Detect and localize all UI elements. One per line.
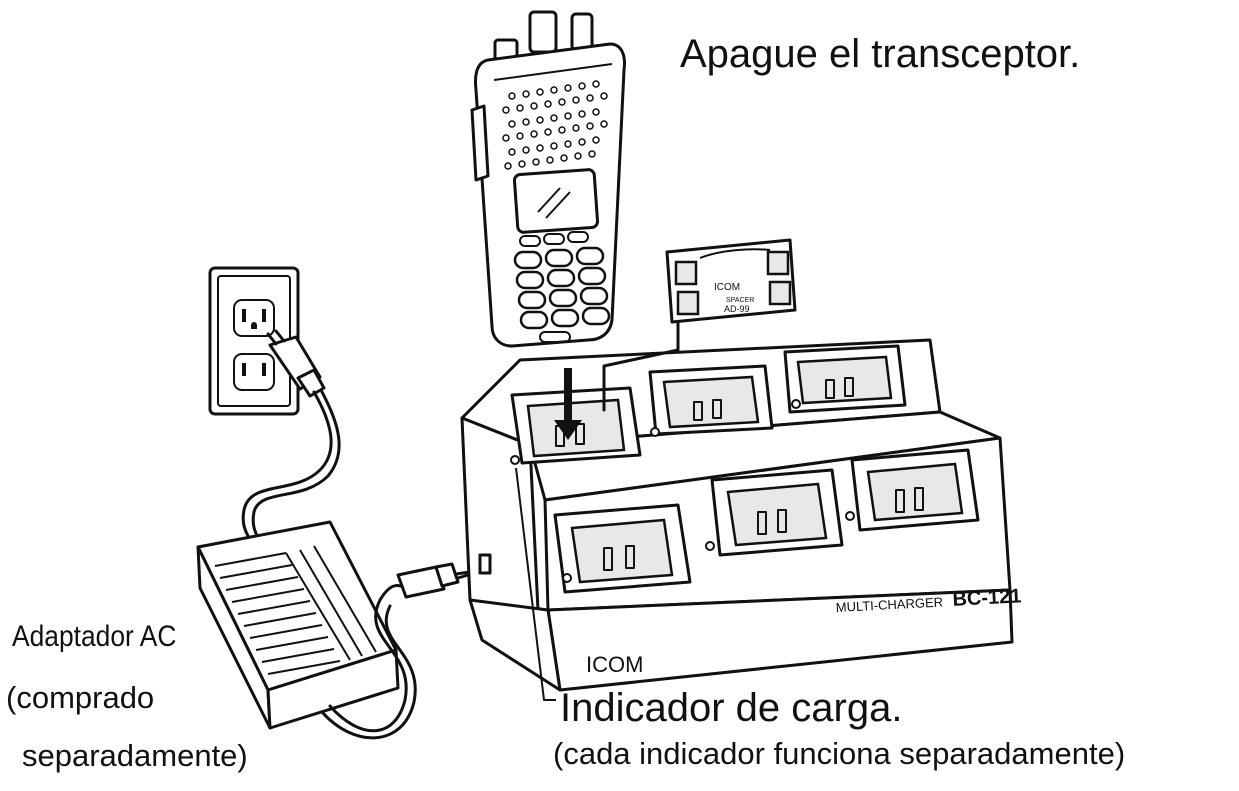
- charger-brand-logo: ICOM: [586, 652, 643, 677]
- indicator-title: Indicador de carga.: [560, 686, 903, 730]
- slot-front-2: [710, 468, 844, 557]
- instruction-text: Apague el transceptor.: [680, 32, 1081, 76]
- outlet-socket-lower: [233, 353, 275, 391]
- dc-cord: [328, 584, 412, 733]
- slot-back-3: [783, 344, 907, 414]
- power-plug: [266, 329, 326, 398]
- spacer-brand: ICOM: [714, 282, 740, 293]
- spacer-ad99: ICOM SPACER AD-99: [665, 238, 797, 324]
- ac-cord: [241, 390, 333, 550]
- slot-front-3: [850, 448, 980, 532]
- charger-model-prefix: MULTI-CHARGER: [835, 594, 943, 615]
- dc-plug: [396, 562, 472, 599]
- ac-adapter-label-line1: Adaptador AC: [12, 620, 177, 653]
- spacer-label: SPACER: [726, 297, 754, 304]
- charger-model-label: MULTI-CHARGER BC-121: [835, 585, 1022, 617]
- dc-jack: [478, 553, 492, 575]
- indicator-leader-line: [515, 467, 556, 701]
- spacer-leader-line: [602, 320, 680, 412]
- insert-radio-arrow: [554, 368, 582, 440]
- outlet-socket-upper: [233, 299, 275, 337]
- slot-back-2: [648, 364, 774, 436]
- slot-front-1: [553, 503, 692, 594]
- handheld-transceiver: [470, 10, 626, 348]
- ac-adapter-label-line2: (comprado: [6, 680, 155, 715]
- speaker-grille: [502, 80, 608, 170]
- indicator-note: (cada indicador funciona separadamente): [553, 736, 1126, 771]
- keypad: [513, 246, 611, 330]
- multi-charger-base: MULTI-CHARGER BC-121 ICOM: [460, 338, 1022, 692]
- function-keys: [519, 231, 589, 247]
- ac-adapter-label-line3: separadamente): [22, 738, 248, 773]
- radio-display: [512, 168, 600, 234]
- charger-model-number: BC-121: [952, 585, 1022, 611]
- charge-indicator-leds: [510, 399, 855, 583]
- ac-adapter-brick: [196, 520, 400, 730]
- spacer-model: AD-99: [724, 304, 750, 314]
